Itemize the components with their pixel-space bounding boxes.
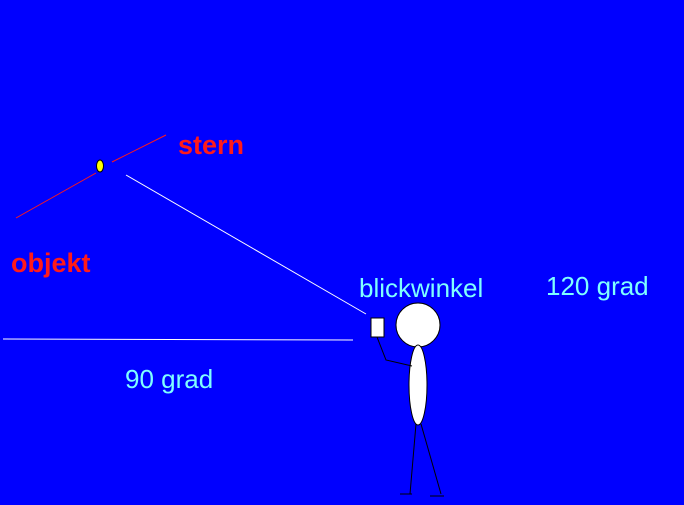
observer-right-leg (420, 423, 442, 495)
label-object: objekt (11, 248, 91, 278)
label-star: stern (178, 130, 244, 160)
label-angle-90: 90 grad (125, 364, 213, 394)
observer-figure (370, 302, 444, 497)
horizon-line (2, 338, 354, 341)
observer-body (408, 344, 428, 426)
observer-left-leg (409, 423, 417, 495)
observer-head (395, 302, 441, 348)
object-pointer-line (15, 172, 97, 219)
observer-device (370, 317, 385, 338)
sight-line-to-star (125, 174, 367, 315)
star-pointer-line (111, 134, 167, 163)
label-angle-120: 120 grad (546, 271, 649, 301)
label-view-angle: blickwinkel (359, 273, 483, 303)
star-object (96, 159, 104, 173)
observer-arm (376, 336, 413, 367)
